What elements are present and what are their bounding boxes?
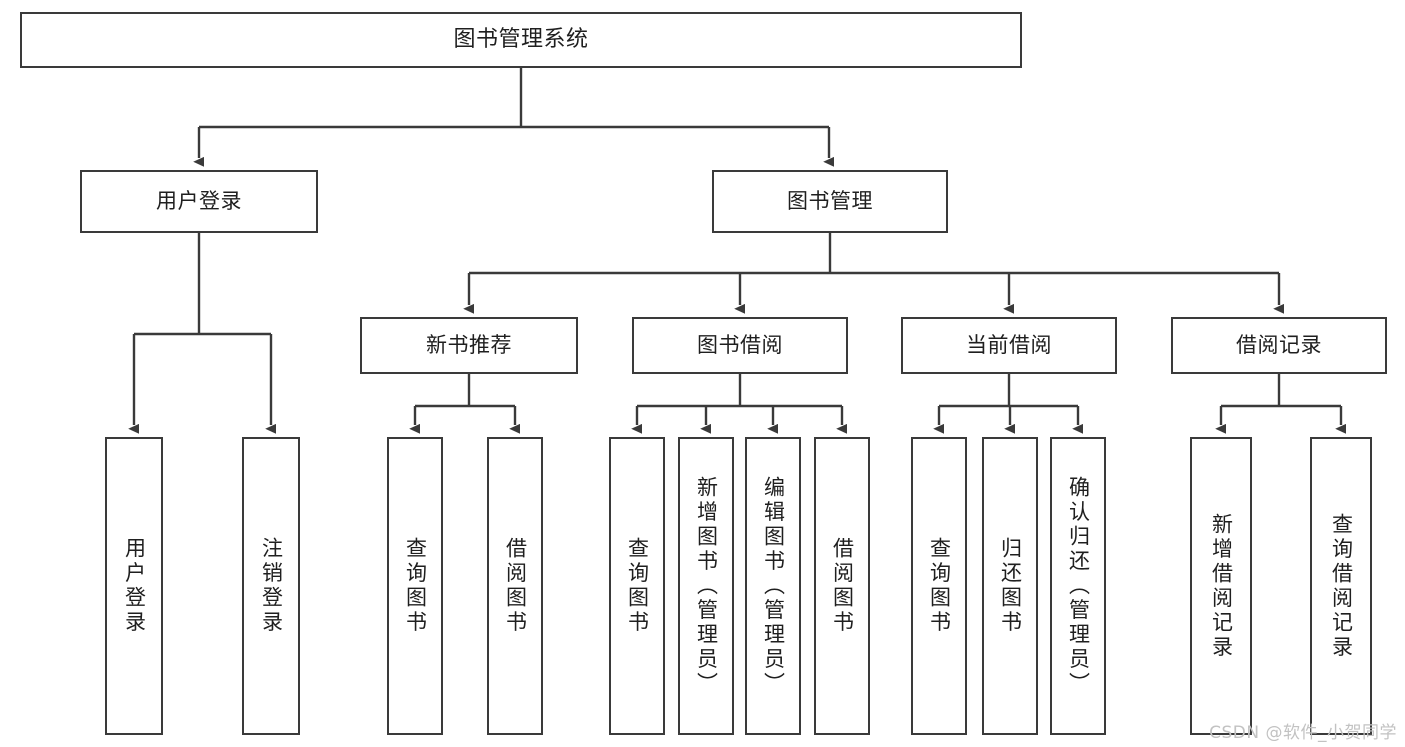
node-leaf-add-record-label: 新增借阅记录	[1209, 512, 1234, 660]
node-leaf-edit-book[interactable]: 编辑图书（管理员）	[745, 437, 801, 735]
node-leaf-query-book-1[interactable]: 查询图书	[387, 437, 443, 735]
node-leaf-user-login[interactable]: 用户登录	[105, 437, 163, 735]
node-leaf-return-book-label: 归还图书	[998, 537, 1023, 635]
node-current-borrow-label: 当前借阅	[966, 333, 1052, 358]
node-leaf-query-book-2[interactable]: 查询图书	[609, 437, 665, 735]
node-root[interactable]: 图书管理系统	[20, 12, 1022, 68]
node-borrow-record[interactable]: 借阅记录	[1171, 317, 1387, 374]
node-new-book-rec[interactable]: 新书推荐	[360, 317, 578, 374]
node-leaf-add-book-label: 新增图书（管理员）	[694, 475, 719, 697]
node-leaf-confirm-return-label: 确认归还（管理员）	[1066, 475, 1091, 697]
node-leaf-edit-book-label: 编辑图书（管理员）	[761, 475, 786, 697]
node-root-label: 图书管理系统	[453, 27, 589, 53]
node-leaf-confirm-return[interactable]: 确认归还（管理员）	[1050, 437, 1106, 735]
node-current-borrow[interactable]: 当前借阅	[901, 317, 1117, 374]
node-book-borrow[interactable]: 图书借阅	[632, 317, 848, 374]
node-leaf-logout[interactable]: 注销登录	[242, 437, 300, 735]
node-borrow-record-label: 借阅记录	[1236, 333, 1322, 358]
node-leaf-query-book-3[interactable]: 查询图书	[911, 437, 967, 735]
node-leaf-query-record-label: 查询借阅记录	[1329, 512, 1354, 660]
node-book-borrow-label: 图书借阅	[697, 333, 783, 358]
node-leaf-add-record[interactable]: 新增借阅记录	[1190, 437, 1252, 735]
node-leaf-query-record[interactable]: 查询借阅记录	[1310, 437, 1372, 735]
node-leaf-borrow-book-2[interactable]: 借阅图书	[814, 437, 870, 735]
node-leaf-return-book[interactable]: 归还图书	[982, 437, 1038, 735]
csdn-watermark: CSDN @软件_小贺同学	[1209, 723, 1397, 743]
node-user-login-label: 用户登录	[156, 189, 242, 214]
node-book-mgmt[interactable]: 图书管理	[712, 170, 948, 233]
node-leaf-query-book-3-label: 查询图书	[927, 537, 952, 635]
node-leaf-borrow-book-2-label: 借阅图书	[830, 537, 855, 635]
node-leaf-query-book-2-label: 查询图书	[625, 537, 650, 635]
node-leaf-logout-label: 注销登录	[259, 537, 284, 635]
node-leaf-add-book[interactable]: 新增图书（管理员）	[678, 437, 734, 735]
node-leaf-query-book-1-label: 查询图书	[403, 537, 428, 635]
node-user-login[interactable]: 用户登录	[80, 170, 318, 233]
node-book-mgmt-label: 图书管理	[787, 189, 873, 214]
node-leaf-borrow-book-1-label: 借阅图书	[503, 537, 528, 635]
node-leaf-borrow-book-1[interactable]: 借阅图书	[487, 437, 543, 735]
node-leaf-user-login-label: 用户登录	[122, 537, 147, 635]
node-new-book-rec-label: 新书推荐	[426, 333, 512, 358]
